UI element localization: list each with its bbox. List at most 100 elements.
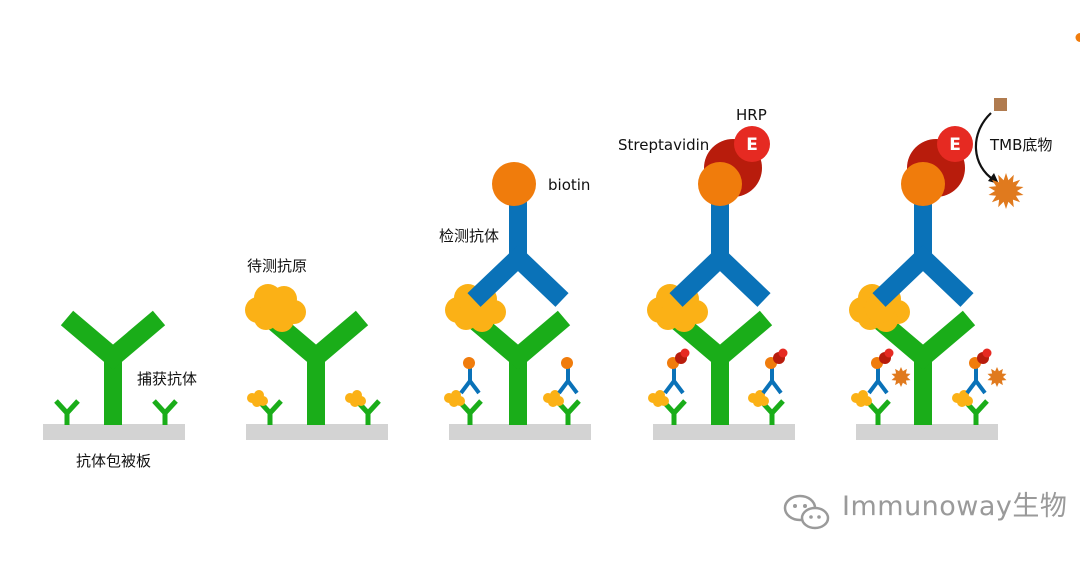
coated-plate [449,424,591,440]
small-antigen-lobe [449,397,459,407]
small-antigen [648,390,669,407]
capture-antibody [870,310,976,425]
biotin [698,162,742,206]
capture-antibody [263,310,369,425]
detection-antibody [669,200,771,307]
capture-antibody-arms [60,310,166,370]
small-antigen [444,390,465,407]
enzyme-letter: E [949,135,961,155]
detection-antibody-arms [872,244,974,307]
small-antibody-stem [973,411,979,425]
tmb-substrate-label: TMB底物 [990,136,1053,154]
small-det-stem [974,368,978,383]
small-det-arms [557,377,579,395]
coated-plate [43,424,185,440]
small-det-stem [468,368,472,383]
biotin [561,357,573,369]
small-antibody-stem [267,411,273,425]
small-antibody-stem [875,411,881,425]
antigen-lobe [261,293,291,323]
small-antigen [748,390,769,407]
small-detection-antibody [761,368,783,395]
antigen [245,284,306,332]
small-capture-antibody [152,399,178,425]
small-antigen-lobe [856,397,866,407]
small-det-arms [459,377,481,395]
detection-antibody [467,200,569,307]
small-antigen-lobe [548,397,558,407]
small-antigen-lobe [957,397,967,407]
enzyme-icon: E [734,126,770,162]
small-hrp [778,348,788,358]
tmb-product [988,173,1024,209]
capture-antibody [60,310,166,425]
small-antigen-lobe [252,397,262,407]
coated-plate-label: 抗体包被板 [76,452,152,470]
hrp-circle [937,126,973,162]
small-detection-antibody [965,368,987,395]
small-antibody-stem [467,411,473,425]
small-det-arms [965,377,987,395]
small-det-arms [761,377,783,395]
streptavidin-label: Streptavidin [618,136,710,154]
small-det-arms [867,377,889,395]
capture-antibody [465,310,571,425]
small-antigen [247,390,268,407]
arrow-head [988,173,999,184]
small-antibody-stem [365,411,371,425]
small-antigen [345,390,366,407]
edge-mark [1075,33,1080,42]
capture-antibody-arms [870,310,976,370]
small-antibody-arms [54,399,80,417]
biotin-label: biotin [548,176,591,194]
small-detection-antibody [867,368,889,395]
small-detection-antibody [459,368,481,395]
small-det-stem [876,368,880,383]
small-antibody-stem [565,411,571,425]
hrp-label: HRP [736,106,767,124]
tmb-product-small [987,367,1007,387]
detection-antibody-label: 检测抗体 [439,227,500,245]
small-antigen-lobe [753,397,763,407]
small-antibody-stem [64,411,70,425]
biotin [901,162,945,206]
capture-antibody-label: 捕获抗体 [137,370,198,388]
small-antigen [851,390,872,407]
capture-antibody-arms [667,310,773,370]
small-capture-antibody [865,399,891,425]
small-antibody-stem [671,411,677,425]
small-antibody-stem [162,411,168,425]
small-detection-antibody [557,368,579,395]
watermark-text: Immunoway生物 [842,491,1068,522]
small-detection-antibody [663,368,685,395]
small-hrp [982,348,992,358]
capture-antibody-arms [465,310,571,370]
small-antigen-lobe [653,397,663,407]
detection-antibody-arms [669,244,771,307]
detection-antibody [872,200,974,307]
small-antigen-lobe [350,397,360,407]
small-capture-antibody [54,399,80,425]
small-antibody-stem [769,411,775,425]
coated-plate [856,424,998,440]
tmb-product-small [891,367,911,387]
small-antibody-arms [865,399,891,417]
tmb-substrate-square [994,98,1007,111]
hrp-circle [734,126,770,162]
biotin [492,162,536,206]
small-antibody-arms [152,399,178,417]
coated-plate [653,424,795,440]
biotin [463,357,475,369]
enzyme-letter: E [746,135,758,155]
antigen-label: 待测抗原 [247,257,308,275]
small-hrp [680,348,690,358]
small-det-stem [566,368,570,383]
small-det-arms [663,377,685,395]
small-antigen [543,390,564,407]
detection-antibody-arms [467,244,569,307]
coated-plate [246,424,388,440]
capture-antibody [667,310,773,425]
small-antigen [952,390,973,407]
